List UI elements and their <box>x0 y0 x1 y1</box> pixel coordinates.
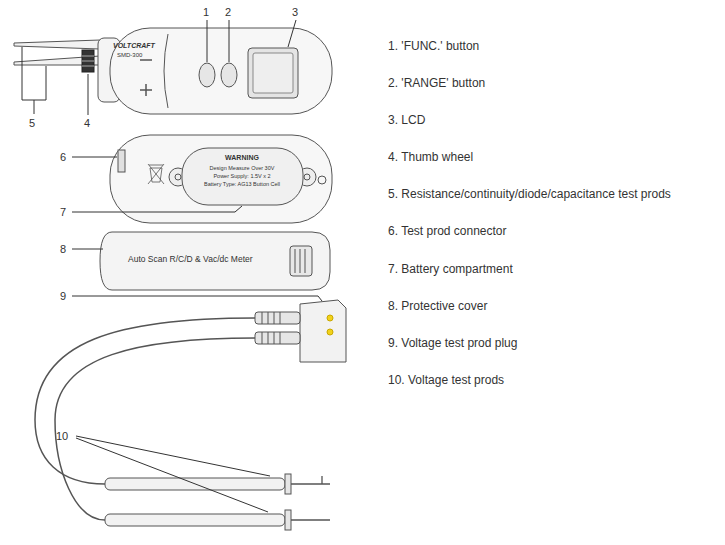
callout-number: 8 <box>60 243 66 255</box>
callout-number: 4 <box>84 117 90 129</box>
part-description: 7. Battery compartment <box>388 263 513 276</box>
part-description: 1. 'FUNC.' button <box>388 40 479 53</box>
callout-number: 3 <box>292 6 298 18</box>
part-description: 3. LCD <box>388 114 425 127</box>
warning-text: Battery Type: AG13 Button Cell <box>204 181 280 187</box>
callout-number: 6 <box>60 151 66 163</box>
part-description: 8. Protective cover <box>388 300 487 313</box>
part-description: 5. Resistance/continuity/diode/capacitan… <box>388 188 671 201</box>
part-description: 9. Voltage test prod plug <box>388 337 517 350</box>
warning-text: Power Supply: 1.5V x 2 <box>213 173 270 179</box>
cover-label: Auto Scan R/C/D & Vac/dc Meter <box>128 255 253 264</box>
callout-number: 10 <box>56 430 68 442</box>
part-description: 10. Voltage test prods <box>388 374 504 387</box>
warning-text: Design Measure Over 30V <box>210 165 275 171</box>
callout-number: 2 <box>225 6 231 18</box>
callout-number: 7 <box>60 206 66 218</box>
part-description: 2. 'RANGE' button <box>388 77 485 90</box>
callout-number: 9 <box>60 290 66 302</box>
callout-number: 5 <box>29 117 35 129</box>
part-description: 4. Thumb wheel <box>388 151 473 164</box>
part-description: 6. Test prod connector <box>388 225 507 238</box>
model-label: SMD-300 <box>117 52 142 59</box>
brand-label: VOLTCRAFT <box>113 42 155 50</box>
callout-number: 1 <box>203 6 209 18</box>
warning-title: WARNING <box>225 154 259 162</box>
